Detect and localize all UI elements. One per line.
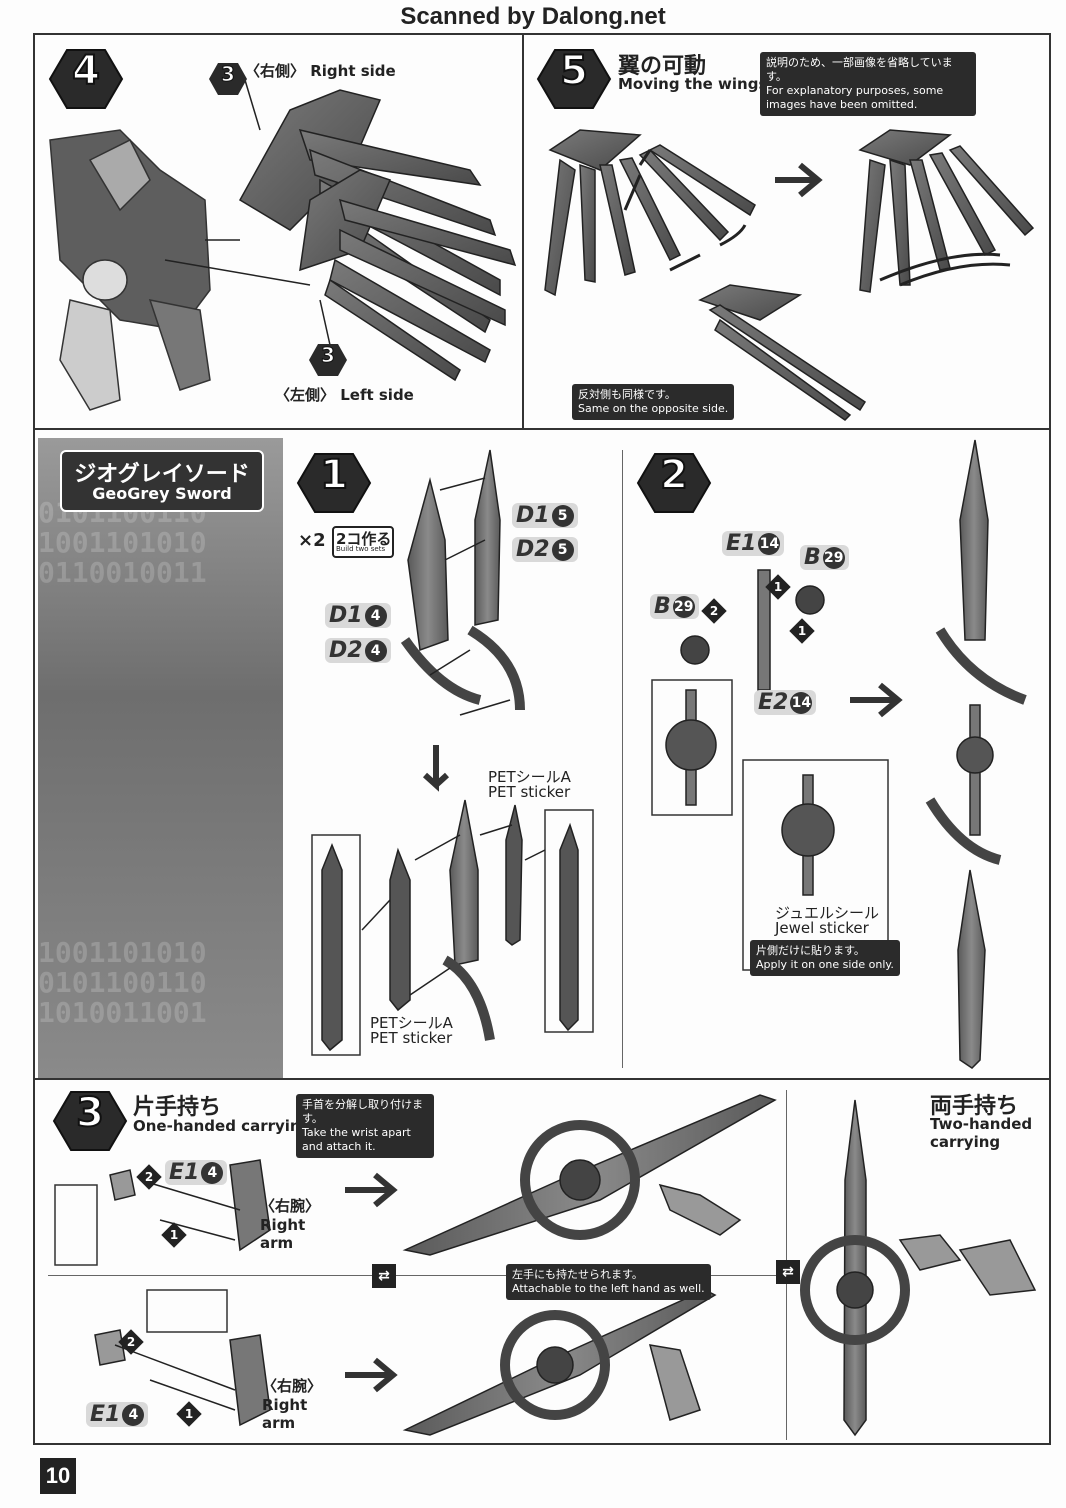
step-3-badge: 3: [52, 1089, 128, 1152]
multiplier: ×2: [298, 530, 326, 551]
order-1-bottom: 1: [789, 618, 815, 644]
pet-sticker-top-jp: PETシールA: [488, 768, 571, 786]
step1-guards: [400, 625, 525, 1041]
apply-one-side-note: 片側だけに貼ります。 Apply it on one side only.: [750, 940, 900, 976]
step-5-title-jp: 翼の可動: [618, 54, 707, 79]
right-arm-label-bottom: 〈右腕〉 Right arm: [262, 1377, 323, 1432]
step4-guide-lines: [164, 79, 331, 346]
divider-step4-5: [522, 33, 524, 428]
geogrey-sword-panel: 0101100110 1001101010 0110010011 1001101…: [38, 438, 283, 1078]
pet-sticker-bottom-en: PET sticker: [370, 1029, 453, 1047]
order-2-top: 2: [136, 1164, 162, 1190]
pet-sticker-top-en: PET sticker: [488, 783, 571, 801]
jewel-sticker-jp: ジュエルシール: [775, 904, 879, 922]
step2-assembled-sword: [925, 439, 1027, 1069]
step5-wing-b: [858, 129, 1035, 293]
left-side-label: 〈左側〉 Left side: [275, 386, 414, 404]
right-side-label: 〈右側〉 Right side: [245, 62, 396, 80]
sword-title-en: GeoGrey Sword: [92, 484, 232, 503]
one-handed-title-jp: 片手持ち: [133, 1095, 222, 1120]
swap-icon-right: ⇄: [776, 1260, 800, 1284]
step-2-badge: 2: [636, 451, 712, 514]
opposite-side-note: 反対側も同様です。 Same on the opposite side.: [572, 384, 735, 420]
step1-blades: [407, 449, 501, 966]
step5-motion-arrows: [623, 149, 1011, 287]
divider-step1-2: [622, 450, 623, 1068]
page-frame: [33, 33, 1051, 1445]
step3-swords: [402, 1094, 910, 1437]
two-handed-title-en: Two-handed carrying: [930, 1115, 1033, 1151]
step-5-badge: 5: [536, 47, 612, 110]
step1-guide-lines: [361, 477, 546, 996]
binary-pattern-bottom: 1001101010 0101100110 1010011001: [38, 936, 207, 1029]
robot-body: [49, 129, 211, 411]
step1-sticker-box-left: [311, 834, 361, 1056]
step1-sticker-box-right: [544, 809, 594, 1033]
step-4-badge: 4: [48, 47, 124, 110]
pet-sticker-bottom-jp: PETシールA: [370, 1014, 453, 1032]
divider-top: [33, 428, 1051, 430]
step-1-number: 1: [319, 451, 349, 499]
omitted-note: 説明のため、一部画像を省略しています。 For explanatory purp…: [760, 52, 976, 116]
step-4-number: 4: [71, 47, 101, 95]
step-2-number: 2: [659, 451, 689, 499]
step1-stickers: [321, 804, 579, 1052]
sword-title-jp: ジオグレイソード: [74, 462, 250, 487]
step3-hands: [94, 1159, 1037, 1427]
order-2-bottom: 2: [118, 1329, 144, 1355]
sword-title-plate: ジオグレイソード GeoGrey Sword: [60, 450, 264, 512]
step5-wing-c: [698, 284, 867, 421]
step5-right-arrow: [775, 162, 823, 198]
order-1-top: 1: [765, 574, 791, 600]
part-badge-3-left: 3: [308, 343, 348, 377]
one-handed-title-en: One-handed carrying: [133, 1117, 312, 1135]
step3-guide-lines: [114, 1179, 241, 1411]
wrist-note: 手首を分解し取り付けます。 Take the wrist apart and a…: [296, 1094, 434, 1158]
right-arm-label-top: 〈右腕〉 Right arm: [260, 1197, 321, 1252]
divider-step3-rows: [48, 1275, 778, 1276]
step5-wing-a: [544, 129, 756, 297]
step3-detail-box-bottom: [146, 1289, 228, 1333]
wing-left: [299, 169, 517, 382]
step-5-title-en: Moving the wings: [618, 75, 768, 93]
step1-down-arrow: [422, 745, 450, 792]
scan-credit: Scanned by Dalong.net: [400, 3, 666, 30]
order-2: 2: [701, 598, 727, 624]
jewel-sticker-en: Jewel sticker: [775, 919, 869, 937]
order-1-top-hand: 1: [161, 1222, 187, 1248]
build-two-sets: 2コ作る Build two sets: [332, 526, 394, 558]
swap-icon-left: ⇄: [372, 1264, 396, 1288]
two-handed-title-jp: 両手持ち: [930, 1094, 1019, 1119]
page-number: 10: [40, 1458, 76, 1494]
step-1-badge: 1: [296, 451, 372, 514]
step3-detail-box-top: [54, 1184, 98, 1266]
part-badge-3-right: 3: [208, 62, 248, 96]
order-1-bottom-hand: 1: [176, 1401, 202, 1427]
step-3-number: 3: [75, 1089, 105, 1137]
step3-right-arrows: [345, 1172, 398, 1393]
step-5-number: 5: [559, 47, 589, 95]
left-hand-note: 左手にも持たせられます。 Attachable to the left hand…: [506, 1264, 711, 1300]
divider-bottom: [33, 1078, 1051, 1080]
